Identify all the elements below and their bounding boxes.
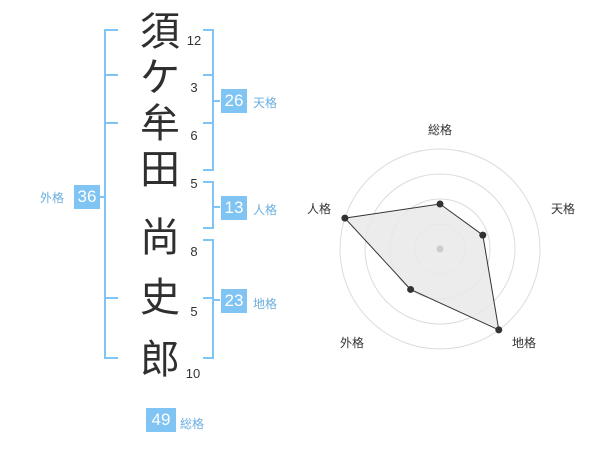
radar-label-tenkaku: 天格 [550,202,575,216]
radar-point-3 [407,285,415,293]
name-char-7: 郎 [140,337,180,383]
name-char-2: ケ [140,55,180,101]
name-char-1: 須 [140,9,180,55]
radar-point-2 [495,326,503,334]
stroke-count-1: 12 [186,33,202,48]
radar-point-0 [436,200,444,208]
radar-label-jinkaku: 人格 [306,202,331,216]
name-char-4: 田 [140,147,180,193]
radar-label-gaikaku: 外格 [339,336,364,350]
gaikaku-badge: 36 [74,185,100,209]
radar-label-soukaku: 総格 [427,123,452,137]
tenkaku-badge: 26 [221,89,247,113]
soukaku-badge: 49 [146,408,176,432]
tenkaku-label: 天格 [253,96,278,110]
radar-label-chikaku: 地格 [511,336,536,350]
chikaku-label: 地格 [253,297,278,311]
name-char-6: 史 [140,275,180,321]
radar-point-4 [341,214,349,222]
radar-ring [339,148,541,350]
stroke-count-3: 6 [190,128,198,143]
radar-center [436,245,444,253]
name-char-5: 尚 [140,215,180,261]
stroke-count-5: 8 [190,244,198,259]
radar-ring [364,173,516,325]
radar-polygon [343,203,500,331]
gaikaku-label: 外格 [40,191,65,205]
jinkaku-label: 人格 [253,203,278,217]
soukaku-label: 総格 [180,417,205,431]
chikaku-badge: 23 [221,289,247,313]
outer-bracket [104,29,118,359]
name-char-3: 牟 [140,101,180,147]
jinkaku-bracket [203,181,214,229]
radar-point-1 [479,231,487,239]
stroke-count-6: 5 [190,304,198,319]
stroke-count-4: 5 [190,176,198,191]
jinkaku-badge: 13 [221,196,247,220]
stroke-count-2: 3 [190,80,198,95]
stroke-count-7: 10 [185,366,201,381]
